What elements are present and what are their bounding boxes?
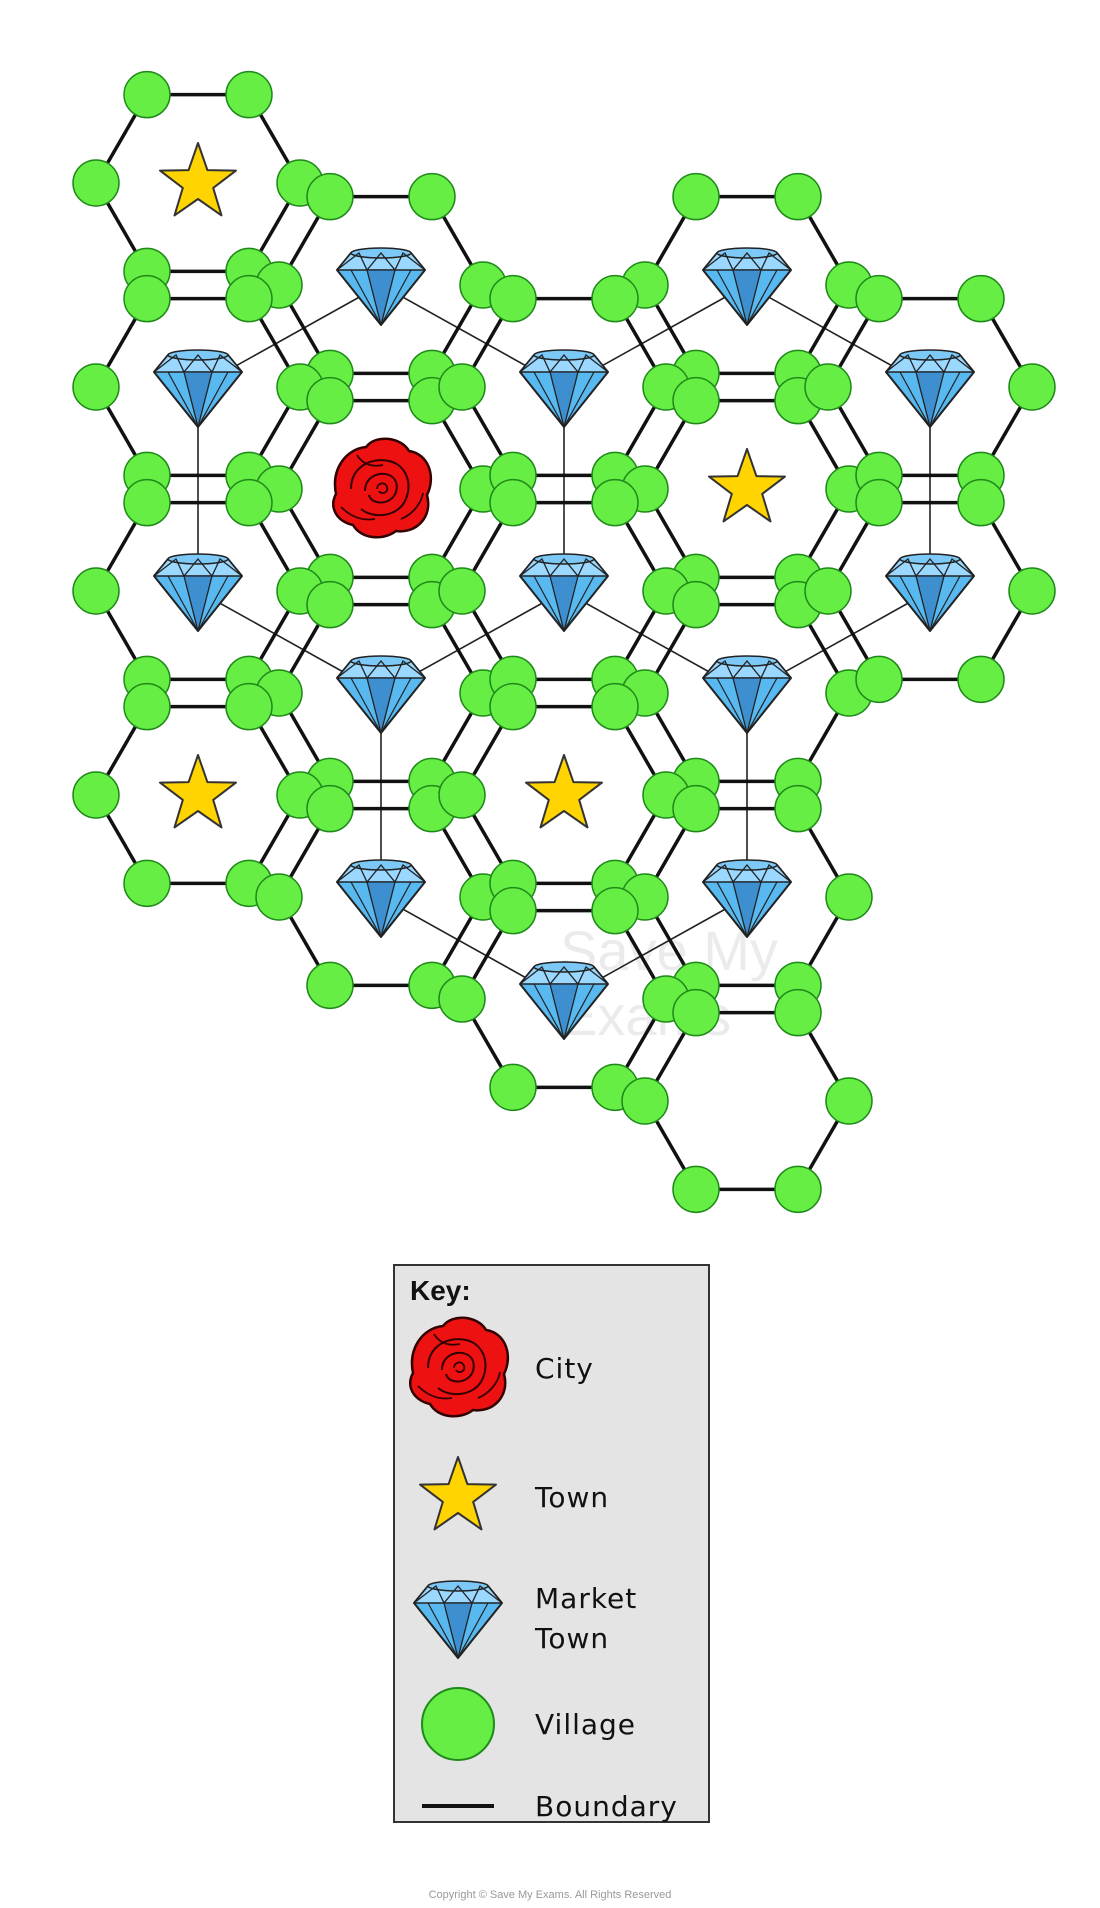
key-label-city: City bbox=[535, 1352, 594, 1385]
town-star-icon bbox=[159, 142, 237, 217]
key-label-village: Village bbox=[535, 1708, 636, 1741]
city-rose-icon bbox=[332, 437, 433, 539]
village-dot bbox=[438, 363, 486, 411]
market-town-diamond-icon bbox=[519, 349, 609, 428]
key-title: Key: bbox=[410, 1275, 471, 1306]
village-dot bbox=[957, 655, 1005, 704]
market-town-diamond-icon bbox=[153, 553, 243, 632]
key-item-town: Town bbox=[419, 1456, 609, 1531]
village-dot bbox=[123, 478, 171, 527]
village-dot bbox=[825, 1077, 873, 1125]
market-town-diamond-icon bbox=[702, 655, 792, 734]
village-dot bbox=[225, 274, 273, 323]
village-dot bbox=[855, 274, 903, 323]
village-dot bbox=[72, 567, 120, 615]
market-town-diamond-icon bbox=[336, 655, 426, 734]
village-dot bbox=[306, 580, 354, 629]
village-dot bbox=[489, 274, 537, 323]
village-dot bbox=[957, 478, 1005, 527]
village-dot bbox=[774, 1165, 822, 1214]
village-dot bbox=[774, 784, 822, 833]
village-dot bbox=[1008, 363, 1056, 411]
village-dot bbox=[591, 478, 639, 527]
village-dot bbox=[225, 682, 273, 731]
market-town-diamond-icon bbox=[336, 859, 426, 938]
village-dot bbox=[438, 975, 486, 1023]
village-dot bbox=[123, 274, 171, 323]
market-town-diamond-icon bbox=[885, 349, 975, 428]
village-dot bbox=[957, 274, 1005, 323]
market-town-diamond-icon bbox=[519, 553, 609, 632]
village-dot bbox=[591, 682, 639, 731]
market-town-diamond-icon bbox=[336, 247, 426, 326]
village-dot bbox=[591, 274, 639, 323]
village-dot bbox=[774, 988, 822, 1037]
village-dot bbox=[825, 873, 873, 921]
village-dot bbox=[672, 172, 720, 221]
village-dot bbox=[408, 172, 456, 221]
village-dot bbox=[72, 363, 120, 411]
village-dot bbox=[855, 655, 903, 704]
village-dot bbox=[489, 886, 537, 935]
market-town-diamond-icon bbox=[702, 247, 792, 326]
village-dot bbox=[672, 1165, 720, 1214]
village-dot bbox=[438, 771, 486, 819]
village-dot bbox=[438, 567, 486, 615]
market-town-diamond-icon bbox=[885, 553, 975, 632]
city-rose-icon bbox=[409, 1316, 510, 1418]
village-dot bbox=[672, 376, 720, 425]
village-dot bbox=[855, 478, 903, 527]
copyright-text: Copyright © Save My Exams. All Rights Re… bbox=[429, 1889, 672, 1901]
village-dot bbox=[804, 567, 852, 615]
village-dot bbox=[255, 873, 303, 921]
village-dot bbox=[672, 580, 720, 629]
village-dot bbox=[123, 682, 171, 731]
village-dot bbox=[591, 886, 639, 935]
village-dot bbox=[489, 1063, 537, 1112]
village-dot bbox=[672, 784, 720, 833]
village-dot bbox=[306, 172, 354, 221]
village-dot bbox=[489, 478, 537, 527]
key-label-boundary: Boundary bbox=[535, 1790, 678, 1823]
village-dot bbox=[804, 363, 852, 411]
village-dot bbox=[72, 159, 120, 207]
key-item-village: Village bbox=[421, 1687, 636, 1761]
village-dot bbox=[774, 172, 822, 221]
village-dot bbox=[306, 961, 354, 1010]
village-dot bbox=[123, 70, 171, 119]
village-dot bbox=[621, 1077, 669, 1125]
town-star-icon bbox=[525, 754, 603, 829]
village-dot bbox=[306, 784, 354, 833]
village-dot bbox=[1008, 567, 1056, 615]
village-dot bbox=[306, 376, 354, 425]
village-dot bbox=[72, 771, 120, 819]
village-dot bbox=[489, 682, 537, 731]
village-dot bbox=[672, 988, 720, 1037]
key-label-town: Town bbox=[534, 1481, 609, 1514]
town-star-icon bbox=[708, 448, 786, 523]
town-star-icon bbox=[159, 754, 237, 829]
village-dot bbox=[225, 70, 273, 119]
village-dot bbox=[123, 859, 171, 908]
key-item-city: City bbox=[409, 1316, 594, 1418]
market-town-diamond-icon bbox=[153, 349, 243, 428]
village-dot-icon bbox=[421, 1687, 495, 1761]
villages bbox=[72, 70, 1056, 1214]
key-item-boundary: Boundary bbox=[422, 1790, 678, 1823]
village-dot bbox=[225, 478, 273, 527]
